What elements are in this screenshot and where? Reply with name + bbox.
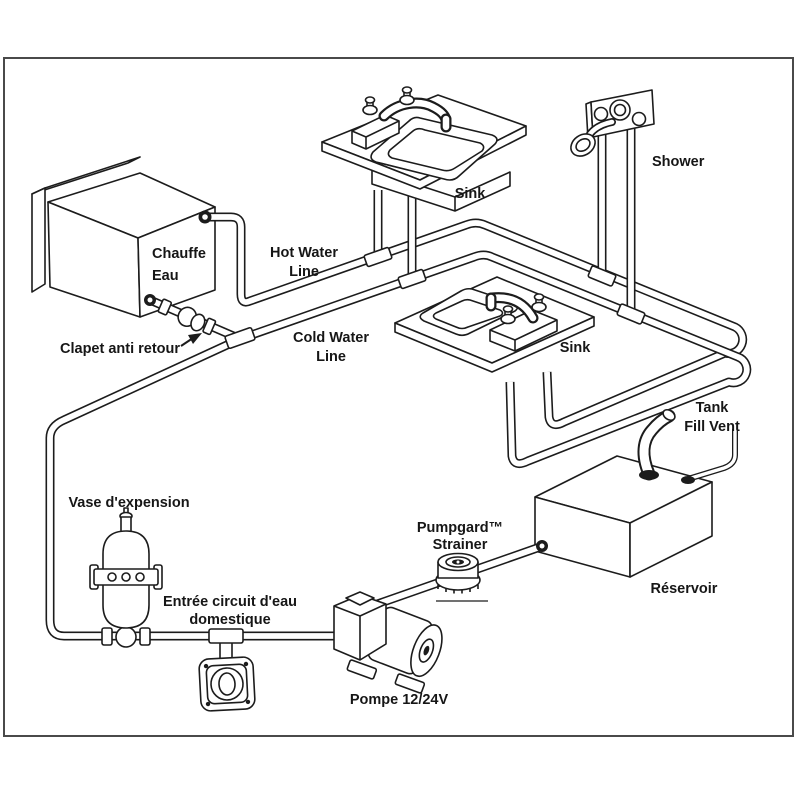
clapet-arrow — [180, 333, 202, 347]
label-cold-water: Cold Water — [293, 330, 369, 346]
label-clapet: Clapet anti retour — [60, 341, 180, 357]
label-entree: Entrée circuit d'eau — [163, 594, 297, 610]
label-pumpgard: Pumpgard™ — [417, 520, 503, 536]
water-tank — [534, 455, 713, 578]
accumulator-tee — [101, 626, 151, 648]
pipe-fittings — [208, 246, 646, 644]
label-entree-2: domestique — [189, 612, 270, 628]
shower-head — [570, 133, 596, 157]
water-pump — [333, 591, 443, 694]
sink-middle — [394, 276, 595, 373]
label-reservoir: Réservoir — [651, 581, 718, 597]
label-shower: Shower — [652, 154, 705, 170]
sink-top — [321, 86, 527, 212]
label-hot-water-2: Line — [289, 264, 319, 280]
tank-vent-port — [681, 476, 695, 484]
sink-basin — [370, 116, 498, 181]
label-sink-top: Sink — [455, 186, 487, 202]
label-tank-fill-vent: Tank — [696, 400, 730, 416]
label-chauffe-eau-2: Eau — [152, 268, 179, 284]
label-tank-fill-vent-2: Fill Vent — [684, 419, 740, 435]
check-valve — [157, 298, 217, 336]
label-cold-water-2: Line — [316, 349, 346, 365]
shower-unit — [570, 89, 655, 157]
label-pompe: Pompe 12/24V — [350, 692, 449, 708]
label-chauffe-eau: Chauffe — [152, 246, 206, 262]
label-vase-expansion: Vase d'expension — [68, 495, 189, 511]
labels: Chauffe Eau Clapet anti retour Hot Water… — [60, 154, 740, 708]
expansion-vessel — [89, 507, 163, 629]
water-heater — [31, 156, 216, 318]
fill-hose-end — [662, 408, 676, 422]
pumpgard-strainer — [435, 552, 488, 602]
label-sink-middle: Sink — [560, 340, 592, 356]
ports — [144, 210, 695, 552]
pipes — [50, 126, 747, 636]
label-hot-water: Hot Water — [270, 245, 338, 261]
city-water-inlet — [198, 641, 256, 712]
label-strainer: Strainer — [433, 537, 488, 553]
tank-fill-port — [639, 470, 659, 480]
